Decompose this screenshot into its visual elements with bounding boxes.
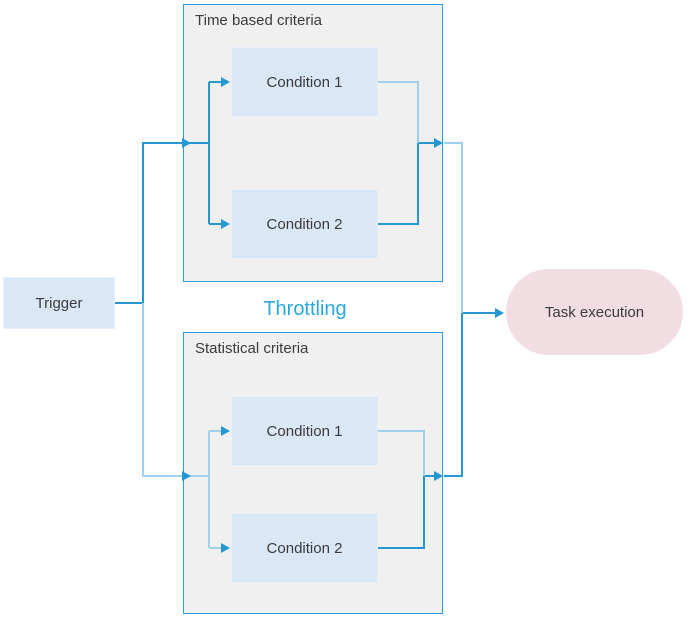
statistical-condition-1-node: Condition 1 bbox=[231, 396, 378, 466]
task-execution-node: Task execution bbox=[506, 269, 683, 355]
time-condition-2-node: Condition 2 bbox=[231, 189, 378, 259]
arrowhead-task-execution-icon bbox=[495, 308, 504, 318]
time-condition-1-node: Condition 1 bbox=[231, 47, 378, 117]
trigger-node: Trigger bbox=[3, 277, 115, 329]
connector-time-group-to-task bbox=[444, 142, 463, 313]
statistical-criteria-title: Statistical criteria bbox=[195, 340, 309, 357]
connector-statistical-group-to-task bbox=[444, 312, 502, 477]
time-based-criteria-title: Time based criteria bbox=[195, 12, 322, 29]
statistical-condition-2-node: Condition 2 bbox=[231, 513, 378, 583]
throttling-label: Throttling bbox=[263, 298, 347, 320]
